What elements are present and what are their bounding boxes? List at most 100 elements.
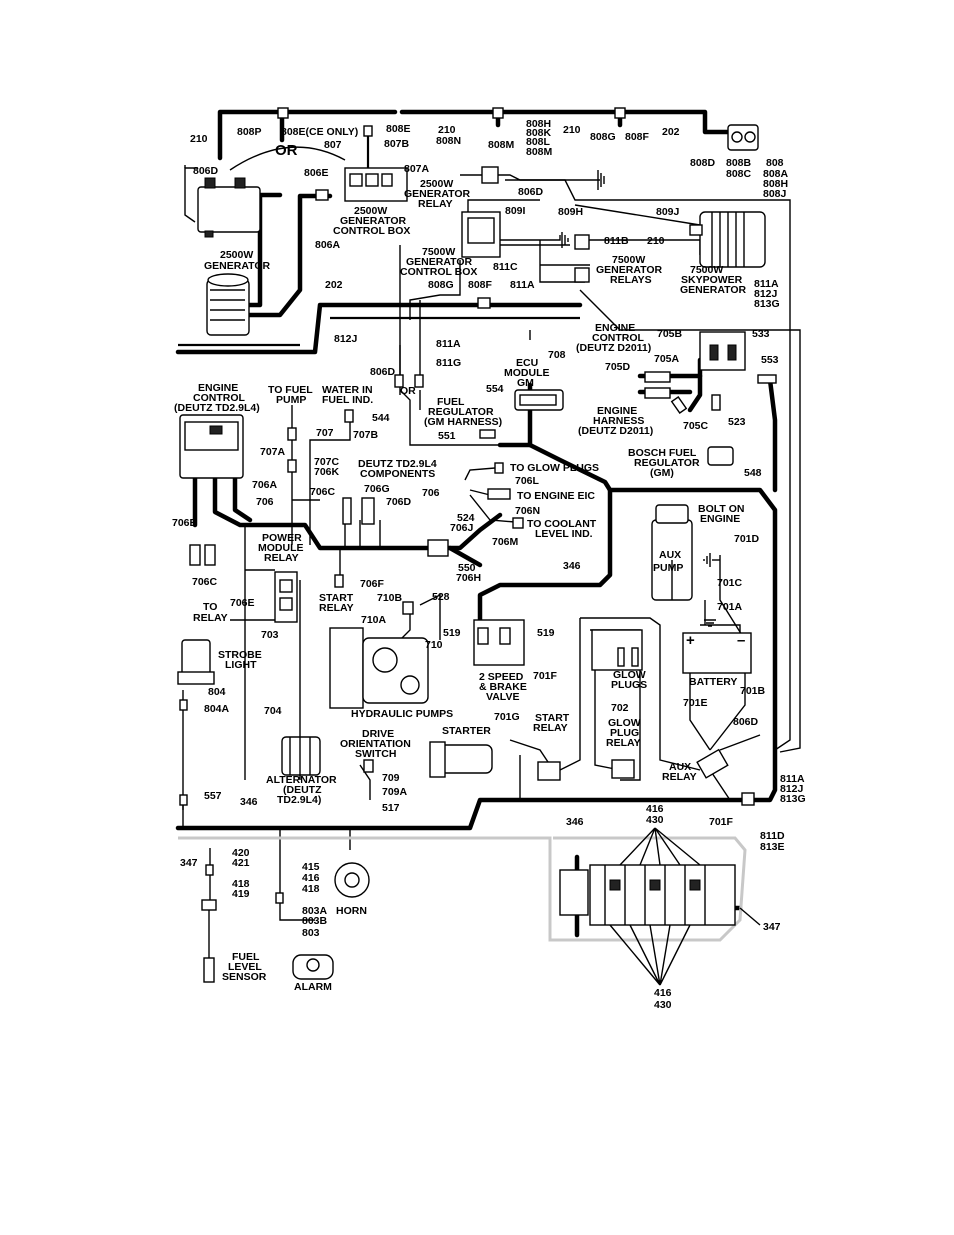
hydraulic-pump-b <box>362 637 429 704</box>
label-809i: 809I <box>505 205 526 217</box>
label-2500-relay-3: RELAY <box>418 198 453 210</box>
skypower-generator-7500w <box>699 211 766 268</box>
grey-harness <box>178 836 747 942</box>
label-to-fuel-pump: TO FUEL <box>268 384 313 396</box>
label-pmr: POWER <box>262 532 302 544</box>
label-806d-a: 806D <box>193 165 219 177</box>
connector-803a <box>275 892 284 904</box>
or-arc <box>229 146 346 171</box>
label-fuel-level-2: LEVEL <box>228 961 262 973</box>
label-551: 551 <box>438 430 456 442</box>
connector-706d <box>361 497 375 525</box>
label-416-c: 416 <box>654 987 672 999</box>
connector-808g-b <box>477 297 491 309</box>
connector-557 <box>179 794 188 806</box>
label-7500cb-3: CONTROL BOX <box>400 266 477 278</box>
label-706c-b: 706C <box>192 576 218 588</box>
label-210-b: 210 <box>438 124 456 136</box>
label-210-d: 210 <box>647 235 665 247</box>
drive-orientation-switch <box>363 759 374 773</box>
fuel-level-sensor-head <box>201 899 217 911</box>
label-freg-2: REGULATOR <box>428 406 494 418</box>
label-water-in-2: FUEL IND. <box>322 394 373 406</box>
label-2500gen-2: GENERATOR <box>204 260 271 272</box>
label-806d-c: 806D <box>370 366 396 378</box>
connector-808p <box>277 107 289 119</box>
connector-804a <box>179 699 188 711</box>
label-210-a: 210 <box>190 133 208 145</box>
label-710b: 710B <box>377 592 403 604</box>
label-803a: 803A <box>302 905 328 917</box>
connector-710b <box>402 601 414 615</box>
label-808k: 808K <box>526 127 552 139</box>
start-relay-701g <box>537 761 561 781</box>
label-fuel-level: FUEL <box>232 951 260 963</box>
label-deutz-comp: DEUTZ TD2.9L4 <box>358 458 437 470</box>
label-705d: 705D <box>605 361 631 373</box>
label-start-relay-b: START <box>535 712 570 724</box>
label-707: 707 <box>316 427 334 439</box>
label-7500rel-3: RELAYS <box>610 274 652 286</box>
label-glow-plugs-2: PLUGS <box>611 679 647 691</box>
label-to-engine-eic: TO ENGINE EIC <box>517 490 595 502</box>
label-807: 807 <box>324 139 342 151</box>
label-808h-b: 808H <box>763 178 788 190</box>
label-7500cb-2: GENERATOR <box>406 256 473 268</box>
label-813g-a: 813G <box>754 298 780 310</box>
label-804: 804 <box>208 686 226 698</box>
label-strobe-2: LIGHT <box>225 659 257 671</box>
label-7500sky-3: GENERATOR <box>680 284 747 296</box>
label-706g: 706G <box>364 483 390 495</box>
label-811a-b: 811A <box>510 279 535 291</box>
connector-engine-eic <box>487 488 511 500</box>
label-deutz-comp-2: COMPONENTS <box>360 468 435 480</box>
label-hydraulic-pumps: HYDRAULIC PUMPS <box>351 708 453 720</box>
label-701g: 701G <box>494 711 520 723</box>
label-to-coolant-2: LEVEL IND. <box>535 528 593 540</box>
label-808n: 808N <box>436 135 461 147</box>
label-ec-d2011-2: CONTROL <box>592 332 644 344</box>
label-811a-c: 811A <box>436 338 461 350</box>
connector-809j <box>689 224 703 236</box>
label-202-b: 202 <box>325 279 343 291</box>
label-708: 708 <box>548 349 566 361</box>
connector-808g <box>614 107 626 119</box>
label-706c-a: 706C <box>310 486 336 498</box>
label-806d-d: 806D <box>733 716 759 728</box>
generator-2500w <box>206 279 250 336</box>
hydraulic-pump-a <box>329 627 364 709</box>
label-701f-a: 701F <box>533 670 558 682</box>
label-707b: 707B <box>353 429 379 441</box>
label-706-b: 706 <box>256 496 274 508</box>
connector-705d <box>644 387 671 399</box>
label-alternator-3: TD2.9L4) <box>277 794 321 806</box>
label-550: 550 <box>458 562 476 574</box>
label-ecu: ECU <box>516 357 538 369</box>
label-808m-b: 808M <box>488 139 515 151</box>
label-aux-relay: AUX <box>669 761 691 773</box>
label-808: 808 <box>766 157 784 169</box>
label-7500rel-2: GENERATOR <box>596 264 663 276</box>
generator-7500w-relay-a <box>574 234 590 250</box>
label-709: 709 <box>382 772 400 784</box>
label-517: 517 <box>382 802 400 814</box>
label-ec24: ENGINE <box>198 382 238 394</box>
label-freg-3: (GM HARNESS) <box>424 416 502 428</box>
label-706: 706 <box>422 487 440 499</box>
label-811b: 811B <box>604 235 629 247</box>
label-alternator: ALTERNATOR <box>266 774 337 786</box>
alternator <box>281 736 321 776</box>
label-346-b: 346 <box>240 796 258 808</box>
label-or-2: OR <box>400 385 416 397</box>
label-alternator-2: (DEUTZ <box>283 784 322 796</box>
label-strobe: STROBE <box>218 649 262 661</box>
label-813g-d: 813G <box>780 793 806 805</box>
label-416-a: 416 <box>646 803 664 815</box>
label-420: 420 <box>232 847 250 859</box>
label-811d: 811D <box>760 830 785 842</box>
label-to-fuel-pump-2: PUMP <box>276 394 306 406</box>
label-808d: 808D <box>690 157 716 169</box>
label-807a: 807A <box>404 163 430 175</box>
label-808f: 808F <box>625 131 650 143</box>
label-glow-plug-relay-3: RELAY <box>606 737 641 749</box>
